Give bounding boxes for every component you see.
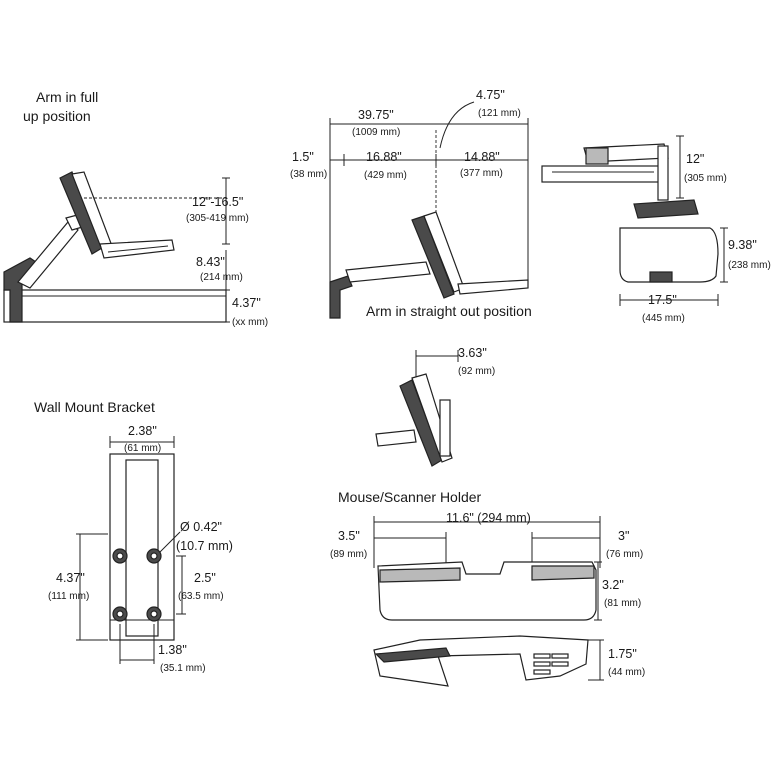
dim-holder-height: 3.2": [602, 578, 624, 592]
straight-wall-bracket: [329, 275, 353, 319]
holder-side-view: [373, 635, 589, 687]
dim-tray-segment: 14.88": [464, 150, 500, 164]
dim-holder-side-height: 1.75": [608, 647, 637, 661]
dim-hole-spacing-vertical: 2.5": [194, 571, 216, 585]
dim-tray-segment-mm: (377 mm): [460, 168, 503, 179]
wall-bracket-view: Wall Mount Bracket 2.38" (61 mm) Ø 0.42"…: [34, 399, 233, 674]
dim-right-pocket-mm: (76 mm): [606, 549, 643, 560]
mouse-holder-title: Mouse/Scanner Holder: [338, 489, 482, 505]
arm-base-rail: [3, 289, 227, 323]
dim-bracket-width-mm: (61 mm): [124, 443, 161, 454]
dim-wall-offset-mm: (38 mm): [290, 169, 327, 180]
dim-holder-width-mm: (445 mm): [642, 313, 685, 324]
dim-arm-segment: 16.88": [366, 150, 402, 164]
dim-top-depth: 12": [686, 152, 704, 166]
dim-right-pocket: 3": [618, 529, 629, 543]
arm-straight-title: Arm in straight out position: [366, 303, 532, 319]
top-view-holder-clamp: [633, 199, 699, 219]
dim-left-pocket-mm: (89 mm): [330, 549, 367, 560]
straight-keyboard-tray: [457, 279, 529, 295]
wall-bracket-title: Wall Mount Bracket: [34, 399, 155, 415]
dim-hole-diameter-mm: (10.7 mm): [176, 539, 233, 553]
straight-monitor-mount: [411, 215, 455, 299]
dim-holder-width: 17.5": [648, 293, 677, 307]
dim-top-depth-mm: (305 mm): [684, 173, 727, 184]
dim-tray-height: 8.43": [196, 255, 225, 269]
straight-arm: [345, 261, 431, 283]
arm-full-up-view: Arm in full up position 12"-16.5" (305-4…: [3, 89, 268, 328]
arm-full-up-title-line1: Arm in full: [36, 89, 98, 105]
dim-hole-diameter: Ø 0.42": [180, 520, 222, 534]
dim-arm-height-range-mm: (305-419 mm): [186, 213, 249, 224]
dim-tray-height-mm: (214 mm): [200, 272, 243, 283]
dim-holder-height-mm: (81 mm): [604, 598, 641, 609]
top-view: 17.5" (445 mm) 12" (305 mm) 9.38" (238 m…: [541, 135, 771, 324]
dim-hole-spacing-vertical-mm: (63.5 mm): [178, 591, 224, 602]
dim-holder-depth-mm: (238 mm): [728, 260, 771, 271]
dim-bracket-height-mm: (111 mm): [48, 591, 89, 602]
tilt-detail-view: 3.63" (92 mm): [375, 346, 495, 467]
dim-bracket-width: 2.38": [128, 424, 157, 438]
dim-holder-length: 11.6" (294 mm): [446, 511, 531, 525]
arm-full-up-title-line2: up position: [23, 108, 91, 124]
dim-overall-reach-mm: (1009 mm): [352, 127, 400, 138]
dim-tilt-offset: 3.63": [458, 346, 487, 360]
arm-lower-segment: [17, 221, 79, 289]
arm-straight-out-view: 39.75" (1009 mm) 4.75" (121 mm) 1.5" (38…: [290, 88, 532, 319]
dim-left-pocket: 3.5": [338, 529, 360, 543]
top-view-mouse-holder: [619, 227, 719, 283]
dim-wall-offset: 1.5": [292, 150, 314, 164]
dim-hole-spacing-horizontal: 1.38": [158, 643, 187, 657]
dim-overall-reach: 39.75": [358, 108, 394, 122]
dim-monitor-offset-mm: (121 mm): [478, 108, 521, 119]
dim-base-height-mm: (xx mm): [232, 317, 268, 328]
dim-arm-height-range: 12"-16.5": [192, 195, 243, 209]
dim-base-height: 4.37": [232, 296, 261, 310]
mouse-holder-view: Mouse/Scanner Holder 11.6" (294 mm) 3.5"…: [330, 489, 645, 687]
dim-holder-side-height-mm: (44 mm): [608, 667, 645, 678]
dim-tilt-offset-mm: (92 mm): [458, 366, 495, 377]
top-view-keyboard-tray: [541, 165, 661, 183]
dim-hole-spacing-horizontal-mm: (35.1 mm): [160, 663, 206, 674]
dim-holder-depth: 9.38": [728, 238, 757, 252]
dim-arm-segment-mm: (429 mm): [364, 170, 407, 181]
dim-bracket-height: 4.37": [56, 571, 85, 585]
dim-monitor-offset: 4.75": [476, 88, 505, 102]
